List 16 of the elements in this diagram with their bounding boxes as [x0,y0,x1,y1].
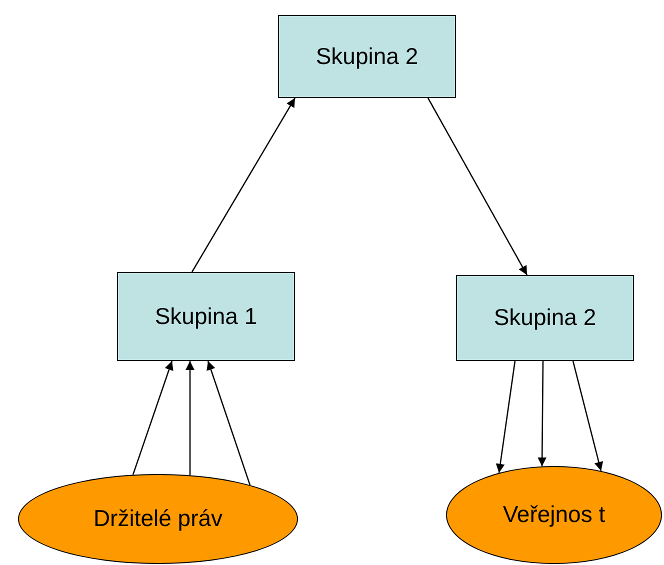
process-box [278,15,456,98]
node-label: Skupina 2 [316,42,418,71]
node-label: Veřejnos t [502,500,606,530]
arrow [132,360,174,475]
arrow [538,361,547,466]
process-box [456,275,634,361]
arrow [496,360,516,473]
arrow [206,360,251,486]
node-label: Držitelé práv [93,504,223,534]
arrow [427,98,528,276]
arrow [186,361,194,476]
arrow [191,98,296,272]
process-box [117,272,295,361]
arrow [572,360,604,472]
node-label: Skupina 1 [154,302,258,331]
node-label: Skupina 2 [494,303,596,332]
